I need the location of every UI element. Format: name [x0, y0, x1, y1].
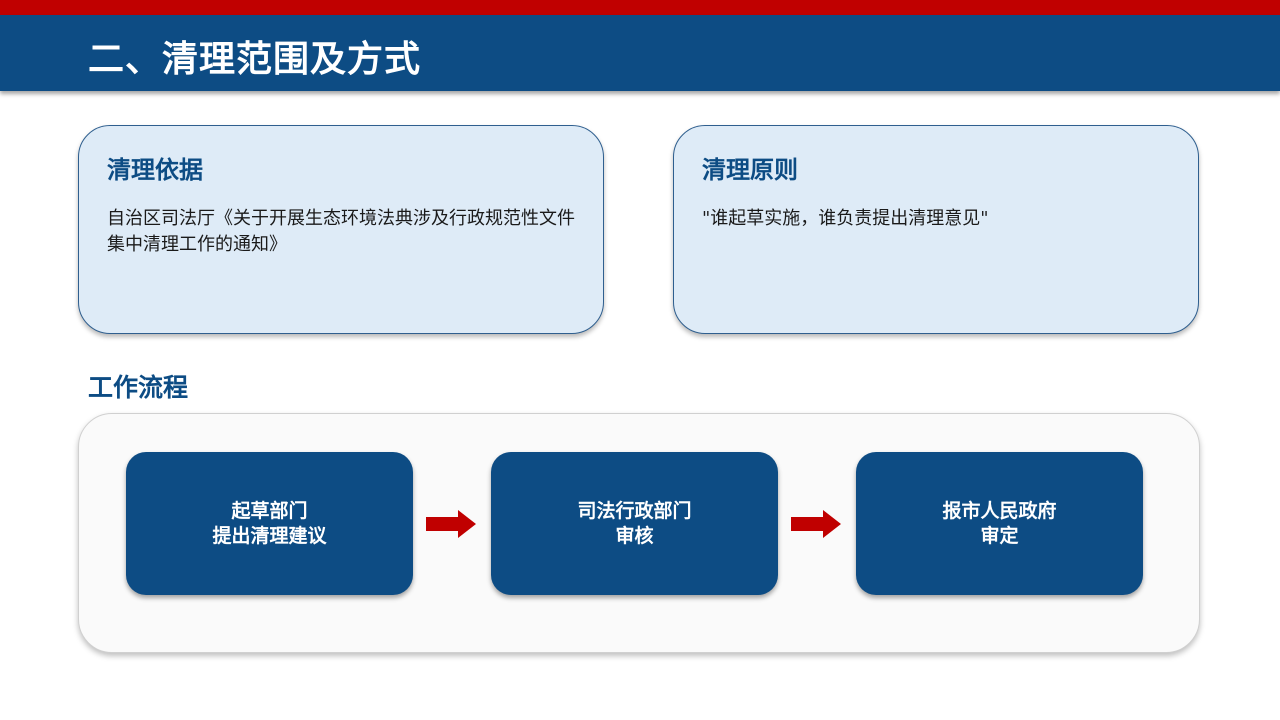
basis-card-title: 清理依据: [107, 156, 203, 184]
basis-card-body: 自治区司法厅《关于开展生态环境法典涉及行政规范性文件集中清理工作的通知》: [107, 208, 575, 255]
step-line: 提出清理建议: [212, 524, 327, 547]
page-title: 二、清理范围及方式: [88, 39, 422, 80]
right-arrow-icon: [426, 510, 476, 538]
right-arrow-icon: [791, 510, 841, 538]
workflow-step-drafting-dept: 起草部门 提出清理建议: [126, 452, 413, 595]
step-line: 报市人民政府: [942, 499, 1057, 522]
step-line: 审核: [615, 524, 654, 547]
header-bar: [0, 15, 1280, 91]
workflow-step-city-government: 报市人民政府 审定: [856, 452, 1143, 595]
step-line: 审定: [980, 524, 1019, 547]
top-red-strip: [0, 0, 1280, 15]
basis-card: 清理依据 自治区司法厅《关于开展生态环境法典涉及行政规范性文件集中清理工作的通知…: [78, 125, 604, 334]
workflow-title: 工作流程: [88, 373, 189, 402]
step-line: 起草部门: [231, 499, 308, 522]
workflow-step-justice-dept: 司法行政部门 审核: [491, 452, 778, 595]
principle-card-body: "谁起草实施，谁负责提出清理意见": [702, 208, 989, 229]
principle-card-title: 清理原则: [702, 156, 798, 184]
principle-card: 清理原则 "谁起草实施，谁负责提出清理意见": [673, 125, 1199, 334]
step-line: 司法行政部门: [577, 499, 692, 522]
